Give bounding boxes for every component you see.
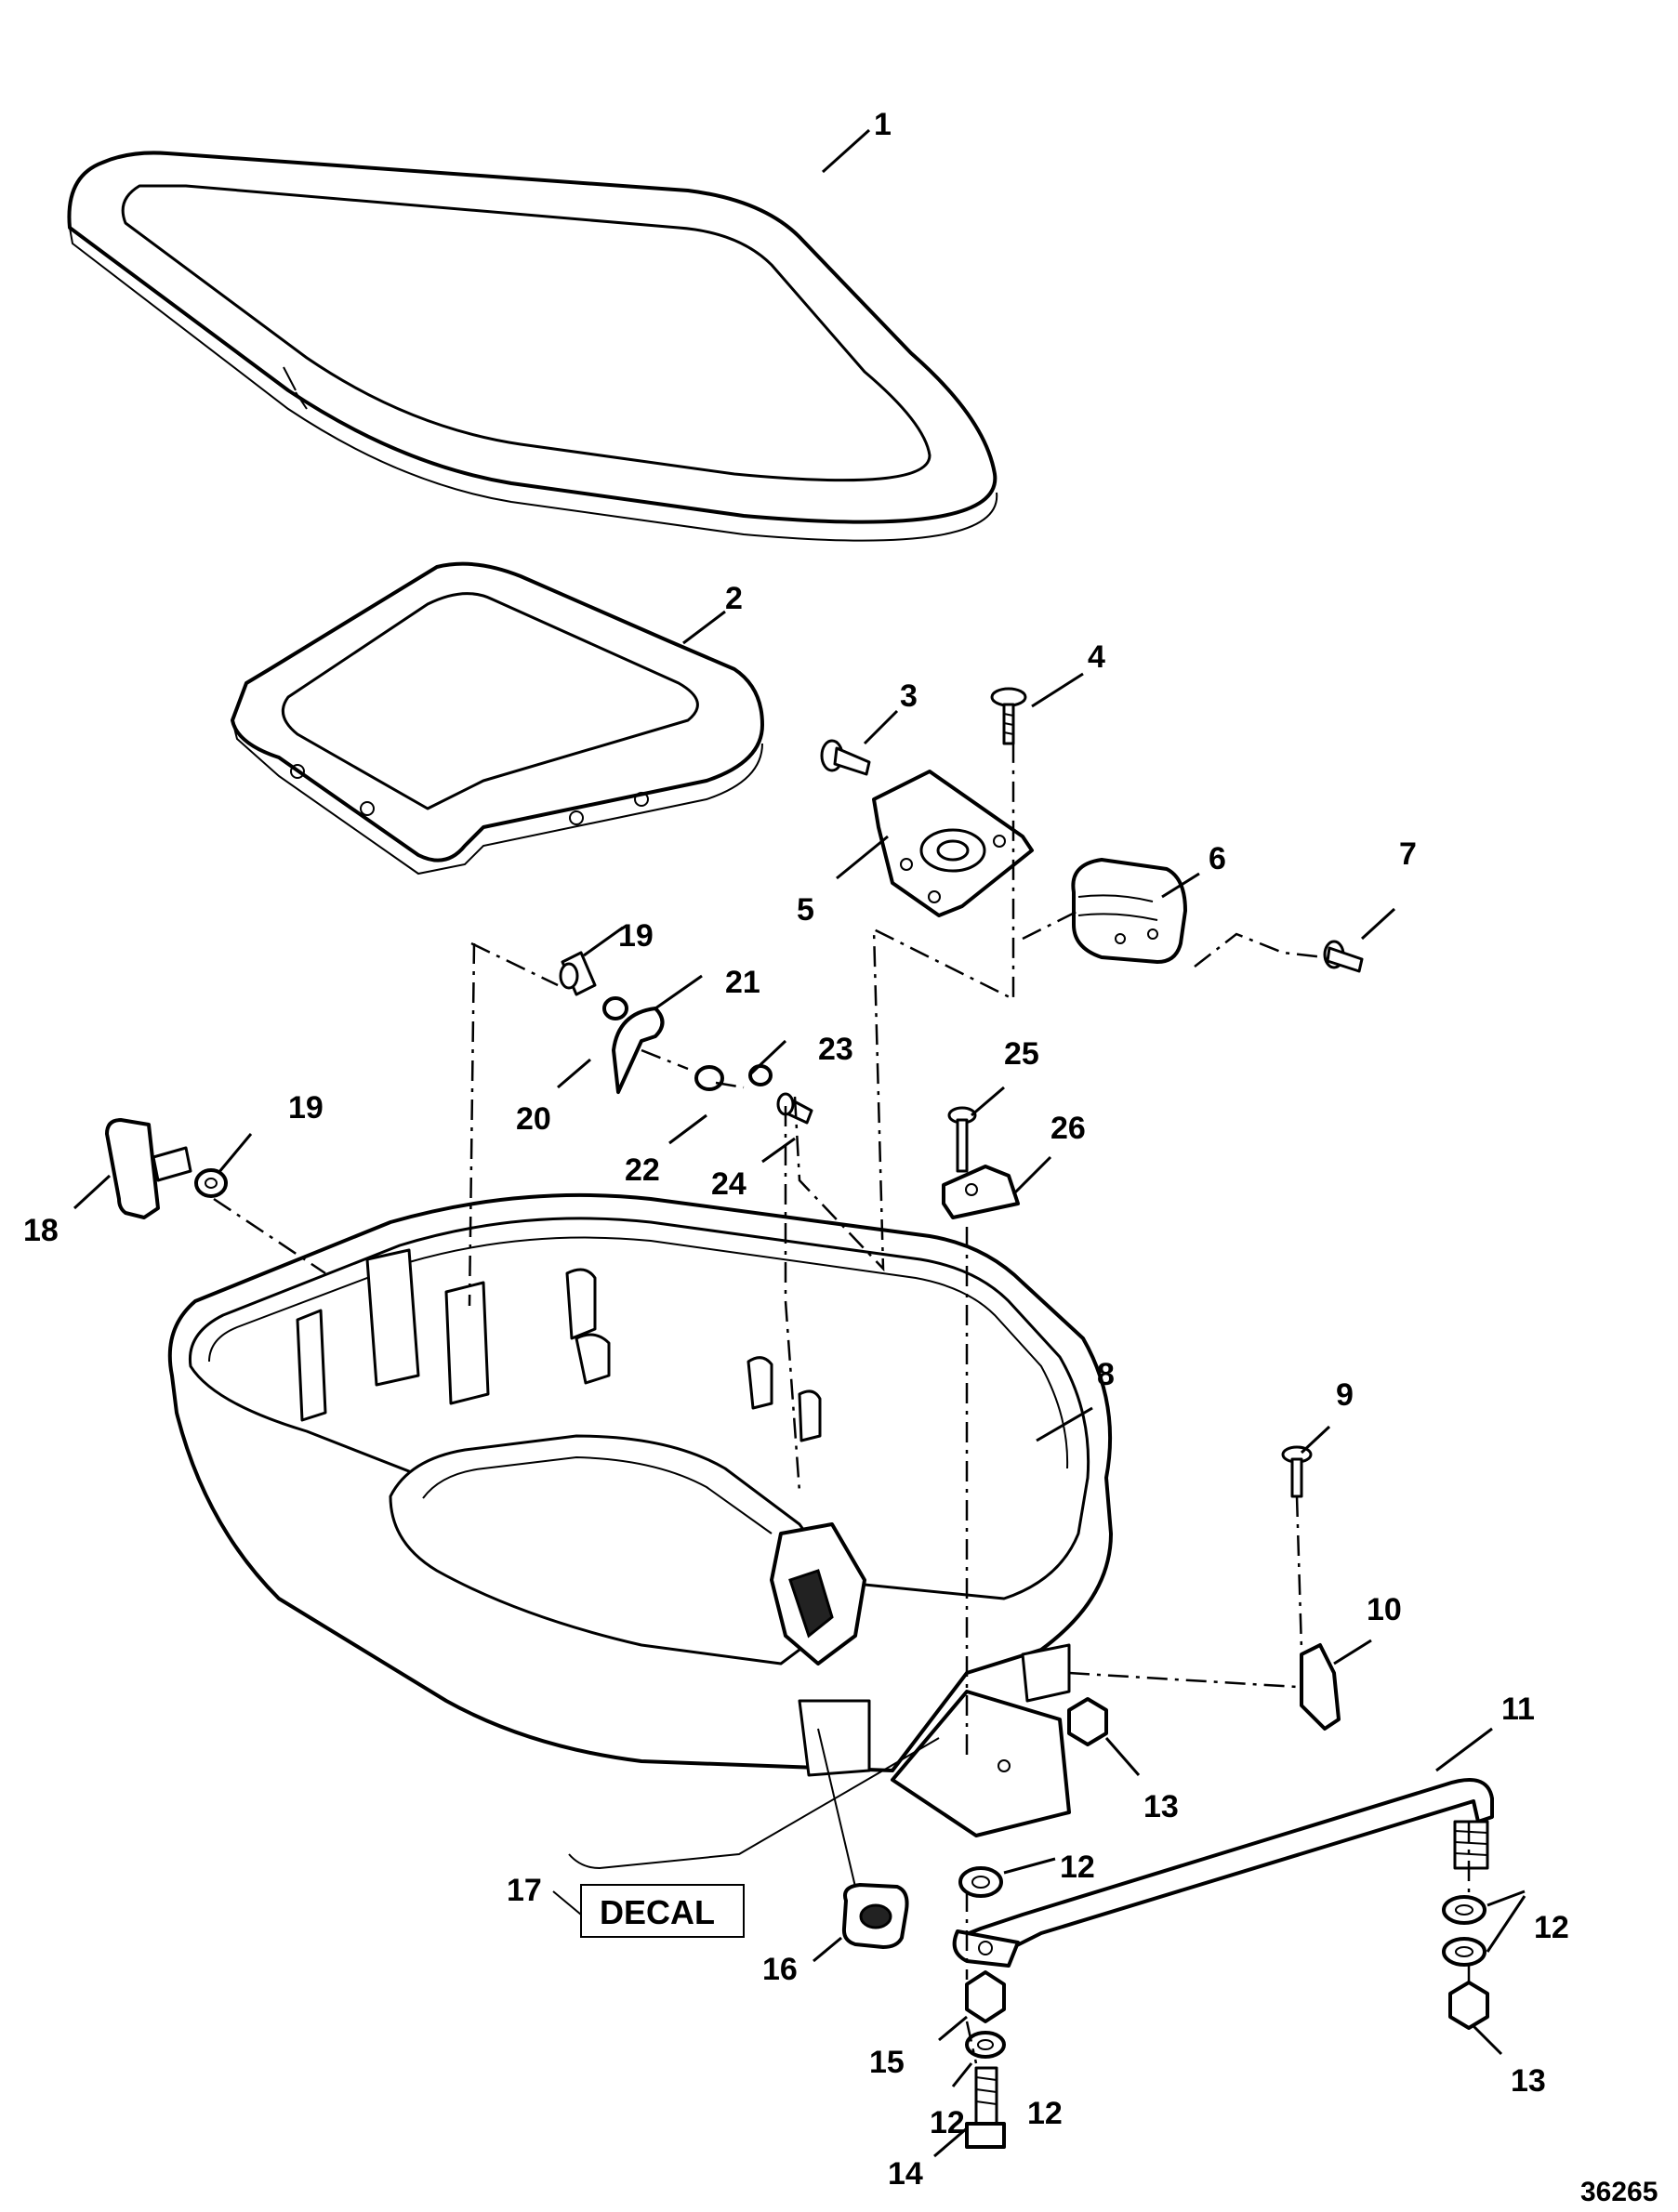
part-18-latch-handle	[105, 1118, 192, 1219]
part-3-screw	[820, 739, 871, 776]
callout-numbers: 1 2 3 4 5 6 7 8 9 10 11 12 12 12 12 13 1…	[23, 107, 1569, 2192]
part-6-bumper	[1071, 858, 1187, 964]
callout-24: 24	[711, 1166, 747, 1202]
callout-26: 26	[1050, 1111, 1086, 1146]
callout-19: 19	[618, 918, 654, 954]
callout-13: 13	[1143, 1789, 1179, 1824]
callout-18: 18	[23, 1213, 59, 1248]
part-12-washers	[958, 1866, 1486, 2059]
decal-label: DECAL	[600, 1893, 715, 1931]
callout-12: 12	[1027, 2096, 1063, 2131]
callout-20: 20	[516, 1101, 551, 1137]
hardware-19-24	[194, 951, 813, 1198]
decal-label-box: DECAL	[552, 1884, 745, 1938]
callout-21: 21	[725, 965, 760, 1000]
callout-1: 1	[874, 107, 892, 142]
callout-13: 13	[1511, 2063, 1546, 2099]
part-14-bolt	[965, 2066, 1006, 2149]
callout-11: 11	[1501, 1692, 1535, 1727]
part-7-screw	[1323, 940, 1364, 973]
part-4-screw	[990, 687, 1027, 745]
callout-14: 14	[888, 2156, 923, 2192]
part-15-spacer	[965, 1970, 1006, 2023]
part-1-top-seal	[67, 151, 998, 542]
callout-22: 22	[625, 1152, 660, 1188]
part-8-bottom-cowl	[167, 1192, 1113, 1837]
callout-23: 23	[818, 1032, 853, 1067]
callout-6: 6	[1209, 841, 1226, 876]
callout-5: 5	[797, 892, 814, 928]
part-16-grommet	[841, 1883, 909, 1949]
parts-25-26	[942, 1106, 1020, 1219]
callout-10: 10	[1367, 1592, 1402, 1627]
part-2-lower-seal	[231, 561, 764, 876]
part-10-clip	[1300, 1643, 1341, 1731]
callout-4: 4	[1088, 639, 1105, 675]
figure-reference-number: 36265	[1580, 2177, 1658, 2207]
callout-17: 17	[507, 1873, 542, 1908]
callout-9: 9	[1336, 1377, 1354, 1413]
assembly-lines	[73, 128, 1526, 2158]
part-5-latch-bracket	[872, 770, 1034, 917]
callout-12: 12	[1060, 1850, 1095, 1885]
callout-12: 12	[1534, 1910, 1569, 1945]
callout-16: 16	[762, 1952, 798, 1987]
callout-2: 2	[725, 581, 743, 616]
callout-8: 8	[1097, 1357, 1115, 1392]
part-11-link-rod	[952, 1778, 1494, 1968]
part-9-screw	[1281, 1445, 1313, 1498]
callout-15: 15	[869, 2045, 905, 2080]
callout-3: 3	[900, 678, 918, 714]
callout-12: 12	[930, 2105, 965, 2140]
callout-25: 25	[1004, 1036, 1039, 1072]
callout-7: 7	[1399, 836, 1417, 872]
callout-19: 19	[288, 1090, 324, 1126]
part-13-nuts	[1067, 1697, 1489, 2030]
